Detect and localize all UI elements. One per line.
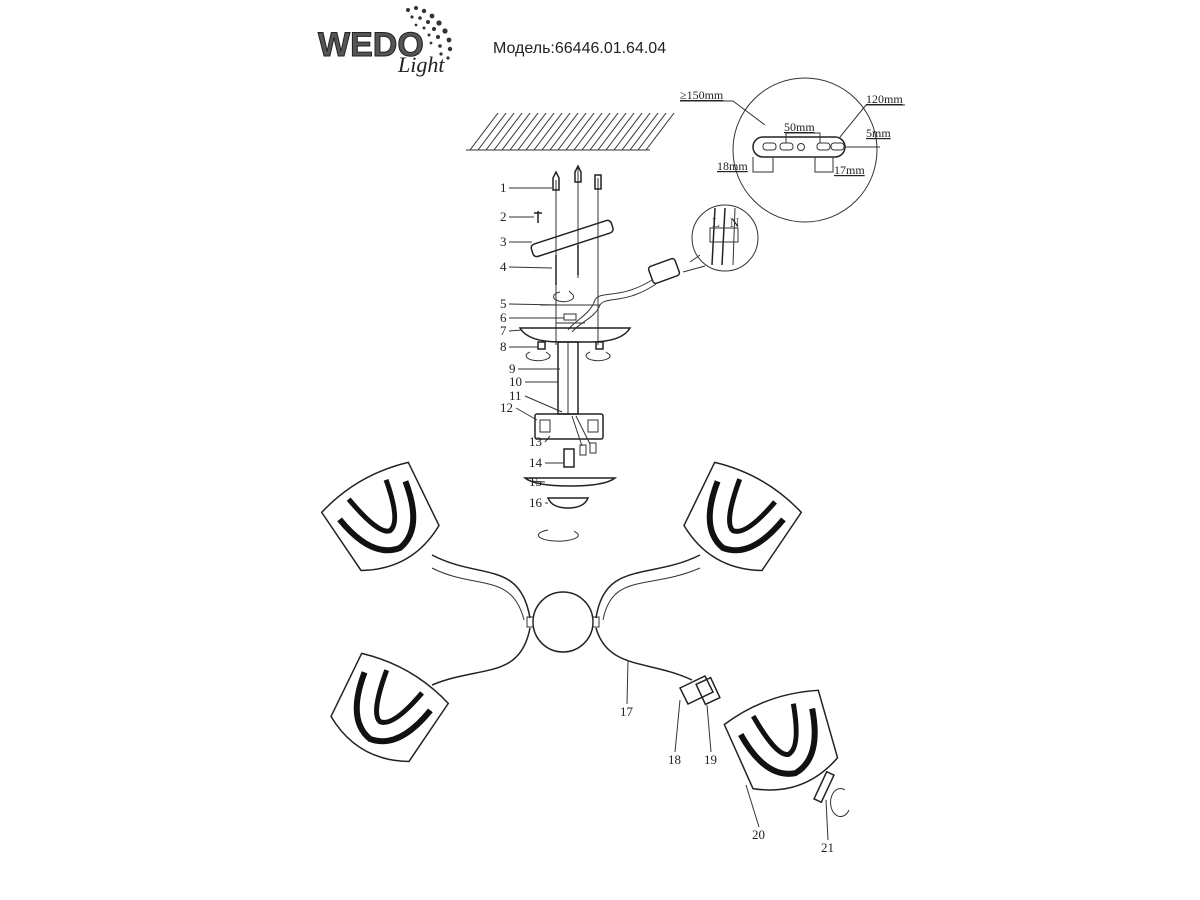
part-number-label: 7 bbox=[500, 323, 507, 338]
part-number-label: 13 bbox=[529, 434, 542, 449]
leader-line bbox=[524, 395, 563, 413]
socket-ring bbox=[813, 770, 835, 804]
svg-text:WEDO: WEDO bbox=[318, 26, 424, 64]
leader-line bbox=[745, 784, 760, 828]
part-number-label: 1 bbox=[500, 180, 507, 195]
wedo-light-logo: WEDO Light bbox=[316, 2, 466, 80]
part-number-label: 14 bbox=[529, 455, 543, 470]
glass-shade bbox=[723, 689, 839, 791]
glass-shade bbox=[330, 652, 450, 763]
part-number-label: 8 bbox=[500, 339, 507, 354]
dim-17: 17mm bbox=[834, 163, 865, 177]
bracket-detail-callout: ≥150mm 120mm 50mm 5mm 18mm 17mm bbox=[680, 77, 905, 223]
leader-line bbox=[544, 435, 551, 443]
part-number-label: 19 bbox=[704, 752, 717, 767]
part-number-label: 12 bbox=[500, 400, 513, 415]
glass-shade bbox=[683, 461, 803, 572]
leader-line bbox=[674, 699, 681, 753]
part-number-label: 11 bbox=[509, 388, 522, 403]
part-number-label: 5 bbox=[500, 296, 507, 311]
part-number-label: 6 bbox=[500, 310, 507, 325]
dim-min-150: ≥150mm bbox=[680, 88, 724, 102]
leader-line bbox=[508, 266, 553, 269]
lamp-holder bbox=[678, 675, 715, 705]
svg-text:Light: Light bbox=[397, 52, 445, 77]
chandelier-arms bbox=[431, 554, 701, 686]
part-number-label: 10 bbox=[509, 374, 522, 389]
part-number-label: 2 bbox=[500, 209, 507, 224]
model-number: Модель:66446.01.64.04 bbox=[493, 40, 667, 57]
terminal-block-detail: L N bbox=[567, 204, 759, 333]
part-number-label: 21 bbox=[821, 840, 834, 855]
dim-18: 18mm bbox=[717, 159, 748, 173]
part-number-label: 20 bbox=[752, 827, 765, 842]
dim-50: 50mm bbox=[784, 120, 815, 134]
part-number-label: 3 bbox=[500, 234, 507, 249]
part-number-label: 9 bbox=[509, 361, 516, 376]
bulb-socket bbox=[695, 676, 721, 706]
part-number-label: 4 bbox=[500, 259, 507, 274]
leader-line bbox=[529, 480, 546, 483]
svg-text:L: L bbox=[712, 215, 720, 230]
leader-line bbox=[706, 704, 712, 753]
part-number-label: 18 bbox=[668, 752, 681, 767]
dim-120: 120mm bbox=[866, 92, 903, 106]
part-number-label: 16 bbox=[529, 495, 543, 510]
part-number-label: 17 bbox=[620, 704, 634, 719]
leader-line bbox=[825, 799, 829, 841]
ceiling bbox=[466, 112, 675, 151]
leader-line bbox=[515, 407, 538, 421]
leader-line bbox=[508, 329, 523, 332]
dim-5: 5mm bbox=[866, 126, 891, 140]
leader-line bbox=[508, 303, 561, 306]
svg-text:N: N bbox=[730, 215, 740, 230]
glass-shade bbox=[320, 461, 440, 572]
leader-line bbox=[626, 659, 629, 705]
